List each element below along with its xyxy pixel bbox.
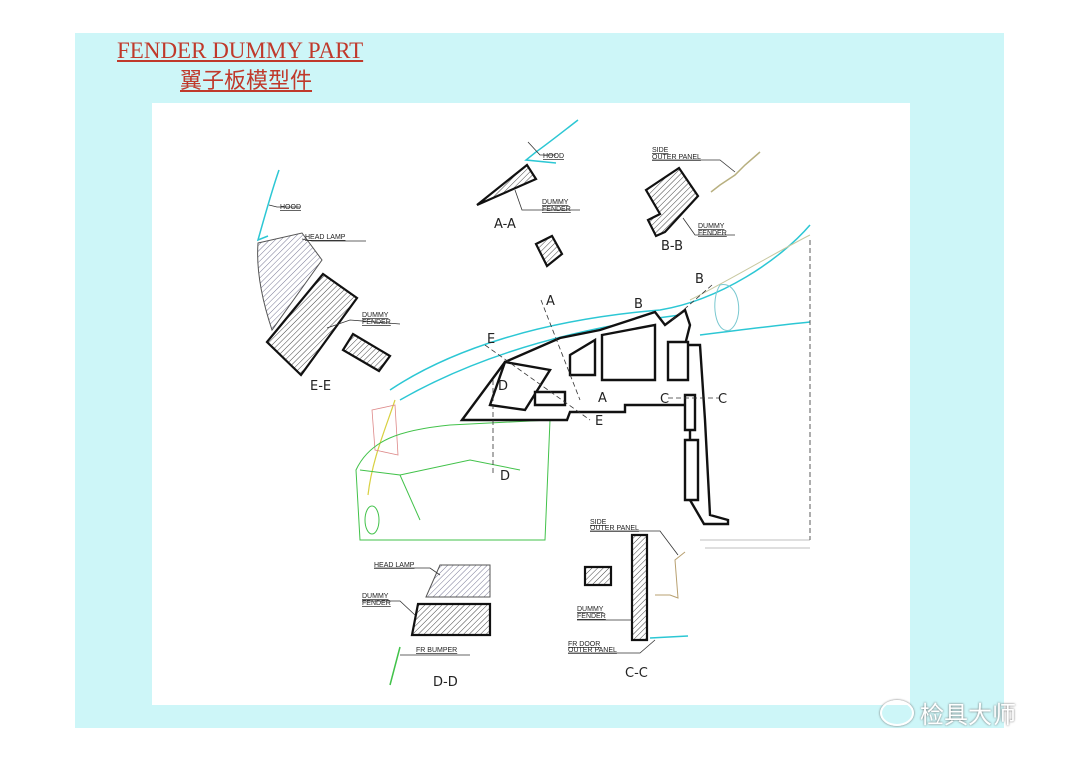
svg-text:FENDER: FENDER [577,613,606,620]
section-a-a: HOOD DUMMY FENDER A-A [476,119,580,268]
section-label-d-d: D-D [433,675,458,690]
svg-text:FR BUMPER: FR BUMPER [416,647,457,654]
svg-text:FENDER: FENDER [698,230,727,237]
svg-text:FENDER: FENDER [362,600,391,607]
cut-mark-a2: A [598,391,607,406]
cut-mark-d: D [498,379,508,394]
hood-outline [256,169,280,242]
main-fender-view: A A B B C C D D E E [355,224,811,549]
section-b-b: SIDE OUTER PANEL DUMMY FENDER B-B [644,147,761,254]
dummy-fender-shape [410,602,492,637]
door-outer-panel-outline [649,635,689,639]
section-label-a-a: A-A [494,217,516,232]
section-label-b-b: B-B [661,239,683,254]
section-label-c-c: C-C [625,666,648,681]
dummy-fender-shape [265,272,359,377]
svg-text:OUTER PANEL: OUTER PANEL [652,154,701,161]
cut-mark-a: A [546,294,555,309]
svg-text:DUMMY: DUMMY [542,199,569,206]
svg-text:HEAD LAMP: HEAD LAMP [374,562,415,569]
cut-mark-c2: C [718,392,727,407]
watermark: 检具大师 [880,695,1016,730]
section-c-c: SIDE OUTER PANEL DUMMY FENDER FR DOOR OU… [568,519,689,681]
dummy-fender-shape [630,533,649,642]
svg-text:HEAD LAMP: HEAD LAMP [305,234,346,241]
cut-mark-e: E [487,332,495,347]
svg-text:DUMMY: DUMMY [362,593,389,600]
cut-mark-c: C [660,392,669,407]
svg-text:HOOD: HOOD [543,153,564,160]
dummy-fender-shape [644,166,700,238]
cut-mark-d2: D [500,469,510,484]
section-e-e: HOOD HEAD LAMP DUMMY FENDER E-E [256,169,401,394]
cut-mark-b: B [634,297,643,312]
svg-text:FR DOOR: FR DOOR [568,641,600,648]
svg-text:OUTER PANEL: OUTER PANEL [590,525,639,532]
section-label-e-e: E-E [310,379,331,394]
svg-text:OUTER PANEL: OUTER PANEL [568,647,617,654]
page-title: FENDER DUMMY PART [117,38,364,63]
svg-text:SIDE: SIDE [652,147,669,154]
dummy-fender-shape [476,163,538,207]
dummy-fender-block [534,234,564,268]
svg-text:SIDE: SIDE [590,519,607,526]
watermark-text: 检具大师 [920,701,1016,729]
head-lamp-shape [425,564,491,598]
dummy-fender-block [341,332,392,373]
svg-text:FENDER: FENDER [362,319,391,326]
svg-text:DUMMY: DUMMY [698,223,725,230]
svg-text:DUMMY: DUMMY [577,606,604,613]
section-d-d: HEAD LAMP DUMMY FENDER FR BUMPER D-D [362,562,492,690]
wechat-icon [880,699,914,726]
svg-text:DUMMY: DUMMY [362,312,389,319]
hood-outline [524,119,579,164]
dummy-fender-block [583,565,613,587]
head-lamp-shape [257,232,323,332]
svg-text:FENDER: FENDER [542,206,571,213]
side-outer-panel-outline [710,151,761,193]
side-outer-panel-outline [655,551,686,599]
cut-mark-b2: B [695,272,704,287]
svg-text:HOOD: HOOD [280,204,301,211]
page-subtitle: 翼子板模型件 [180,69,313,94]
bumper-outline [389,646,401,686]
cut-mark-e2: E [595,414,603,429]
